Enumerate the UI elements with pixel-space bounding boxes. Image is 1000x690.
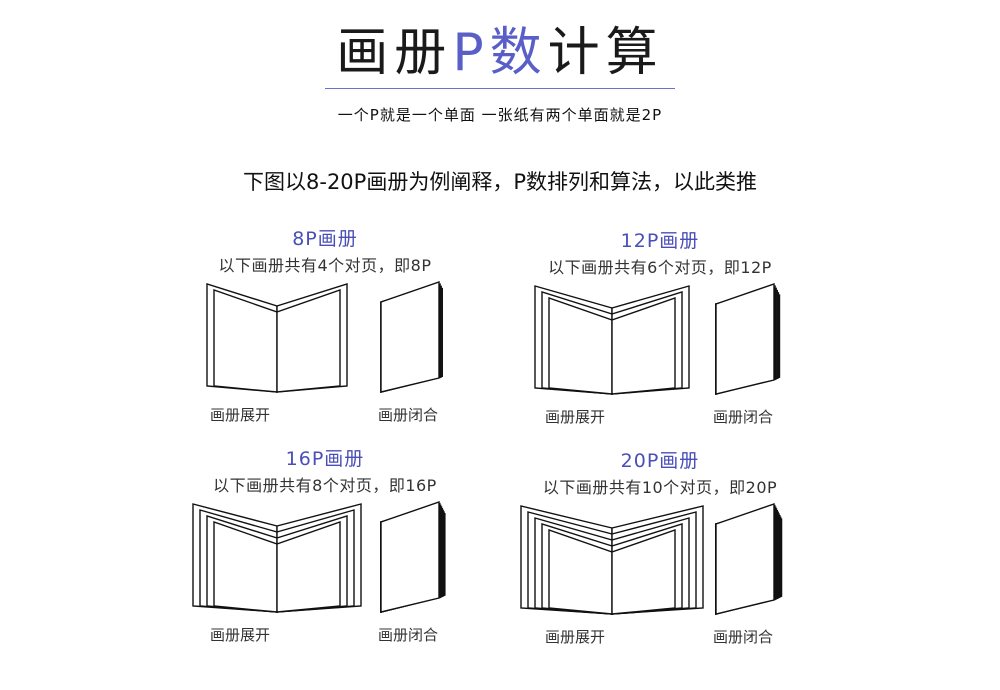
open-caption: 画册展开 — [209, 626, 270, 644]
page-subtitle: 一个P就是一个单面 一张纸有两个单面就是2P — [337, 106, 663, 124]
panel-description: 以下画册共有6个对页，即12P — [548, 258, 772, 277]
page-title: 画册P数计算 — [0, 18, 1000, 88]
open-caption: 画册展开 — [544, 628, 605, 646]
panel-title: 8P画册 — [292, 228, 358, 250]
closed-page — [715, 503, 775, 615]
panel-description: 以下画册共有8个对页，即16P — [213, 476, 437, 495]
panel-title: 12P画册 — [620, 230, 700, 252]
open-page-right — [276, 289, 341, 393]
open-caption: 画册展开 — [544, 408, 605, 426]
closed-caption: 画册闭合 — [712, 628, 773, 646]
intro-text: 下图以8-20P画册为例阐释，P数排列和算法，以此类推 — [243, 170, 757, 194]
panel-title: 16P画册 — [285, 448, 365, 470]
title-accent: P数 — [452, 23, 548, 83]
panel-16p: 16P画册 以下画册共有8个对页，即16P 画册展开 画册闭合 — [155, 444, 495, 664]
closed-caption: 画册闭合 — [377, 406, 438, 424]
open-page-right — [611, 529, 676, 615]
closed-page — [715, 283, 775, 395]
booklet-illustration — [534, 283, 781, 395]
booklet-illustration — [206, 281, 443, 393]
title-underline — [325, 88, 675, 89]
title-right: 计算 — [547, 23, 664, 83]
panel-20p: 20P画册 以下画册共有10个对页，即20P 画册展开 画册闭合 — [490, 446, 830, 666]
open-page-right — [611, 297, 676, 395]
closed-page — [380, 281, 440, 393]
panel-description: 以下画册共有4个对页，即8P — [218, 256, 432, 275]
open-caption: 画册展开 — [209, 406, 270, 424]
closed-page — [380, 501, 440, 613]
closed-caption: 画册闭合 — [377, 626, 438, 644]
open-page-right — [276, 521, 341, 613]
booklet-illustration — [520, 503, 783, 615]
booklet-illustration — [192, 501, 446, 613]
panel-8p: 8P画册 以下画册共有4个对页，即8P 画册展开 画册闭合 — [155, 224, 495, 444]
closed-caption: 画册闭合 — [712, 408, 773, 426]
panel-title: 20P画册 — [620, 450, 700, 472]
panel-12p: 12P画册 以下画册共有6个对页，即12P 画册展开 画册闭合 — [490, 226, 830, 446]
title-left: 画册 — [336, 23, 453, 83]
panel-description: 以下画册共有10个对页，即20P — [542, 478, 778, 497]
